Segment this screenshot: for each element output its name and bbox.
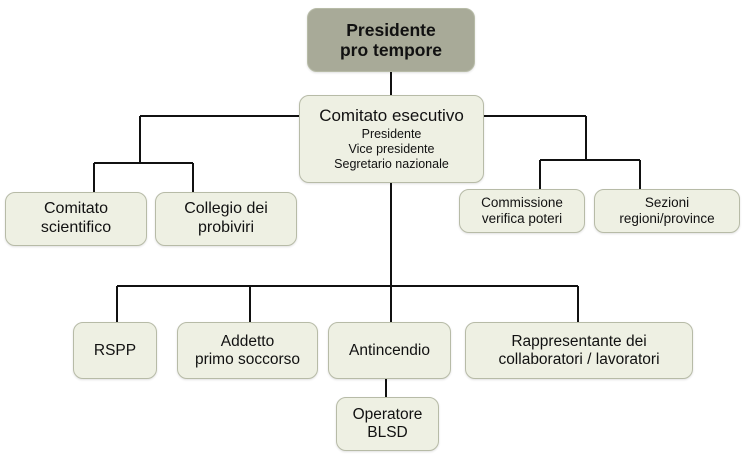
node-label-line: Presidente bbox=[346, 19, 436, 40]
node-label-line: Collegio dei bbox=[184, 200, 268, 218]
node-label-line: Rappresentante dei bbox=[511, 332, 647, 350]
node-label-line: collaboratori / lavoratori bbox=[498, 350, 660, 368]
node-rspp: RSPP bbox=[73, 322, 157, 379]
node-label-line: regioni/province bbox=[619, 211, 715, 226]
node-sezioni-regioni-province: Sezioni regioni/province bbox=[594, 189, 740, 233]
node-label-line: Antincendio bbox=[348, 341, 430, 359]
node-antincendio: Antincendio bbox=[328, 322, 451, 379]
node-addetto-primo-soccorso: Addetto primo soccorso bbox=[177, 322, 318, 379]
node-label-line: BLSD bbox=[367, 424, 408, 441]
node-comitato-esecutivo: Comitato esecutivo Presidente Vice presi… bbox=[299, 95, 484, 183]
member-item: Segretario nazionale bbox=[334, 157, 449, 172]
node-label-line: Operatore bbox=[352, 406, 423, 424]
node-label-line: RSPP bbox=[93, 341, 137, 359]
node-operatore-blsd: Operatore BLSD bbox=[336, 397, 439, 451]
node-collegio-probiviri: Collegio dei probiviri bbox=[155, 192, 297, 246]
node-label-line: scientifico bbox=[40, 219, 112, 236]
node-rappresentante-lavoratori: Rappresentante dei collaboratori / lavor… bbox=[465, 322, 693, 379]
node-label-line: Sezioni bbox=[644, 195, 690, 211]
node-label-line: primo soccorso bbox=[194, 350, 301, 368]
member-item: Presidente bbox=[361, 127, 422, 142]
node-label-line: pro tempore bbox=[339, 40, 443, 60]
node-title: Comitato esecutivo bbox=[319, 105, 464, 125]
node-label-line: verifica poteri bbox=[481, 211, 563, 226]
node-label-line: probiviri bbox=[197, 219, 254, 236]
node-presidente-pro-tempore: Presidente pro tempore bbox=[307, 8, 475, 72]
node-label-line: Commissione bbox=[481, 195, 563, 211]
node-label-line: Comitato bbox=[43, 200, 109, 218]
node-commissione-verifica-poteri: Commissione verifica poteri bbox=[459, 189, 585, 233]
node-label-line: Addetto bbox=[220, 332, 275, 350]
member-item: Vice presidente bbox=[348, 142, 435, 157]
node-comitato-scientifico: Comitato scientifico bbox=[5, 192, 147, 246]
